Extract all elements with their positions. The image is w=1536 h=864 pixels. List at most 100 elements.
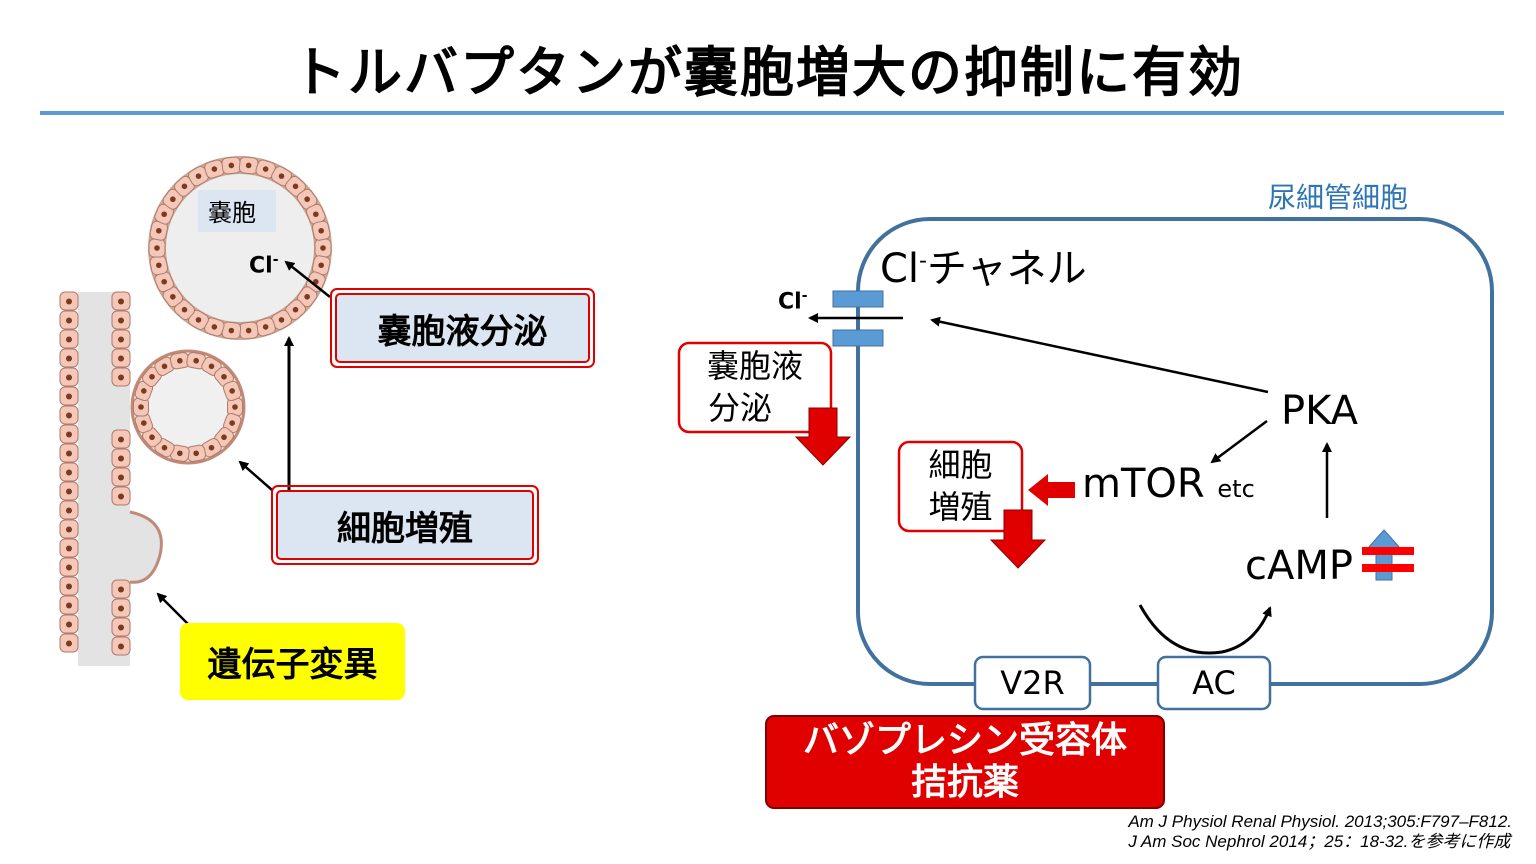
cell-nucleus: [161, 278, 167, 285]
cell-nucleus: [66, 336, 72, 343]
citation: Am J Physiol Renal Physiol. 2013;305:F79…: [1128, 812, 1512, 852]
cell-nucleus: [177, 357, 183, 364]
large-cyst-wall: [148, 156, 332, 340]
cell-nucleus: [313, 211, 319, 218]
cell-nucleus: [118, 298, 124, 305]
cell-nucleus: [118, 624, 124, 631]
cell-nucleus: [211, 166, 218, 172]
prolif-line-1: 細胞: [928, 446, 993, 484]
cell-nucleus: [262, 324, 269, 330]
cell-nucleus: [118, 336, 124, 343]
cell-nucleus: [66, 355, 72, 362]
citation-line-1: Am J Physiol Renal Physiol. 2013;305:F79…: [1128, 812, 1512, 831]
channel-ion: Cl: [880, 246, 920, 292]
cell-nucleus: [66, 640, 72, 647]
cl-ion-label-right: Cl-: [778, 288, 808, 314]
cl-channel-top: [832, 290, 884, 308]
camp-block-bar-2: [1362, 564, 1414, 572]
drug-line-2: 拮抗薬: [910, 762, 1019, 803]
mtor-etc-label: etc: [1217, 475, 1255, 503]
cell-nucleus: [156, 262, 162, 269]
tubule-illustration: [59, 156, 332, 666]
cell-nucleus: [66, 469, 72, 476]
cell-nucleus: [195, 173, 202, 179]
cell-nucleus: [66, 317, 72, 324]
cell-nucleus: [320, 245, 326, 251]
cell-nucleus: [211, 324, 218, 330]
cell-nucleus: [161, 211, 167, 218]
cell-nucleus: [66, 621, 72, 628]
cell-nucleus: [170, 293, 176, 300]
camp-block-bar-1: [1362, 547, 1414, 555]
cell-nucleus: [181, 183, 188, 190]
cell-nucleus: [118, 355, 124, 362]
cell-nucleus: [156, 227, 162, 234]
citation-line-2: J Am Soc Nephrol 2014；25：18-32.を参考に作成: [1128, 832, 1511, 851]
cell-nucleus: [141, 388, 147, 394]
cell-nucleus: [177, 450, 183, 457]
small-bud: [129, 510, 163, 584]
cell-nucleus: [149, 373, 155, 380]
cell-nucleus: [228, 162, 235, 169]
cell-nucleus: [245, 162, 252, 169]
secretion-box: [335, 293, 590, 363]
v2r-label: V2R: [1000, 664, 1065, 702]
page-title: トルバプタンが嚢胞増大の抑制に有効: [292, 41, 1244, 104]
cell-nucleus: [66, 450, 72, 457]
cell-nucleus: [141, 420, 147, 426]
proliferation-label: 細胞増殖: [337, 508, 473, 549]
cell-label: 尿細管細胞: [1268, 181, 1409, 214]
cell-nucleus: [161, 444, 168, 451]
cell-nucleus: [221, 373, 227, 380]
cl-ion-charge: -: [272, 252, 279, 268]
cell-nucleus: [292, 183, 299, 190]
cell-nucleus: [66, 583, 72, 590]
mtor-node: mTOR etc: [1082, 461, 1255, 507]
cell-nucleus: [262, 166, 269, 172]
cell-nucleus: [118, 605, 124, 612]
cell-nucleus: [118, 474, 124, 481]
cell-nucleus: [304, 196, 310, 203]
cell-nucleus: [118, 317, 124, 324]
secretion-line-2: 分泌: [707, 389, 772, 427]
proliferation-label-right: 細胞 増殖: [899, 444, 1022, 528]
cell-nucleus: [66, 564, 72, 571]
cell-nucleus: [181, 306, 188, 313]
drug-box: [765, 715, 1165, 809]
secretion-decrease-arrow: [794, 407, 852, 466]
cell-nucleus: [161, 363, 168, 370]
secretion-box-outer: [330, 288, 595, 368]
cyst-label: 嚢胞: [208, 199, 256, 227]
pka-label: PKA: [1281, 388, 1359, 434]
cell-nucleus: [66, 393, 72, 400]
cell-nucleus: [66, 488, 72, 495]
cl-ion-text-right: Cl: [778, 289, 802, 315]
drug-label: バゾプレシン受容体 拮抗薬: [766, 720, 1164, 804]
mutation-arrow: [156, 592, 193, 629]
mtor-label: mTOR: [1082, 461, 1205, 507]
ac-to-camp-arrow: [1138, 604, 1272, 655]
ac-label: AC: [1192, 664, 1236, 702]
v2r-receptor: [973, 655, 1092, 711]
cell-nucleus: [318, 262, 324, 269]
cell-nucleus: [118, 436, 124, 443]
secretion-box-right: [677, 341, 833, 434]
cell-nucleus: [228, 327, 235, 334]
prolif-line-2: 増殖: [928, 488, 993, 526]
cell-nucleus: [118, 493, 124, 500]
cell-nucleus: [292, 306, 299, 313]
camp-label: cAMP: [1245, 543, 1353, 589]
cell-nucleus: [245, 327, 252, 334]
mutation-box: [180, 623, 405, 700]
ac-enzyme: [1156, 655, 1272, 711]
cell-nucleus: [208, 363, 215, 370]
secretion-label-right: 嚢胞液 分泌: [679, 345, 831, 429]
cl-out-arrow: [284, 260, 331, 298]
mutation-label: 遺伝子変異: [207, 645, 378, 685]
cell-nucleus: [138, 404, 144, 410]
cell-nucleus: [170, 196, 176, 203]
cell-nucleus: [278, 317, 285, 323]
cell-nucleus: [118, 643, 124, 650]
cell-nucleus: [66, 602, 72, 609]
